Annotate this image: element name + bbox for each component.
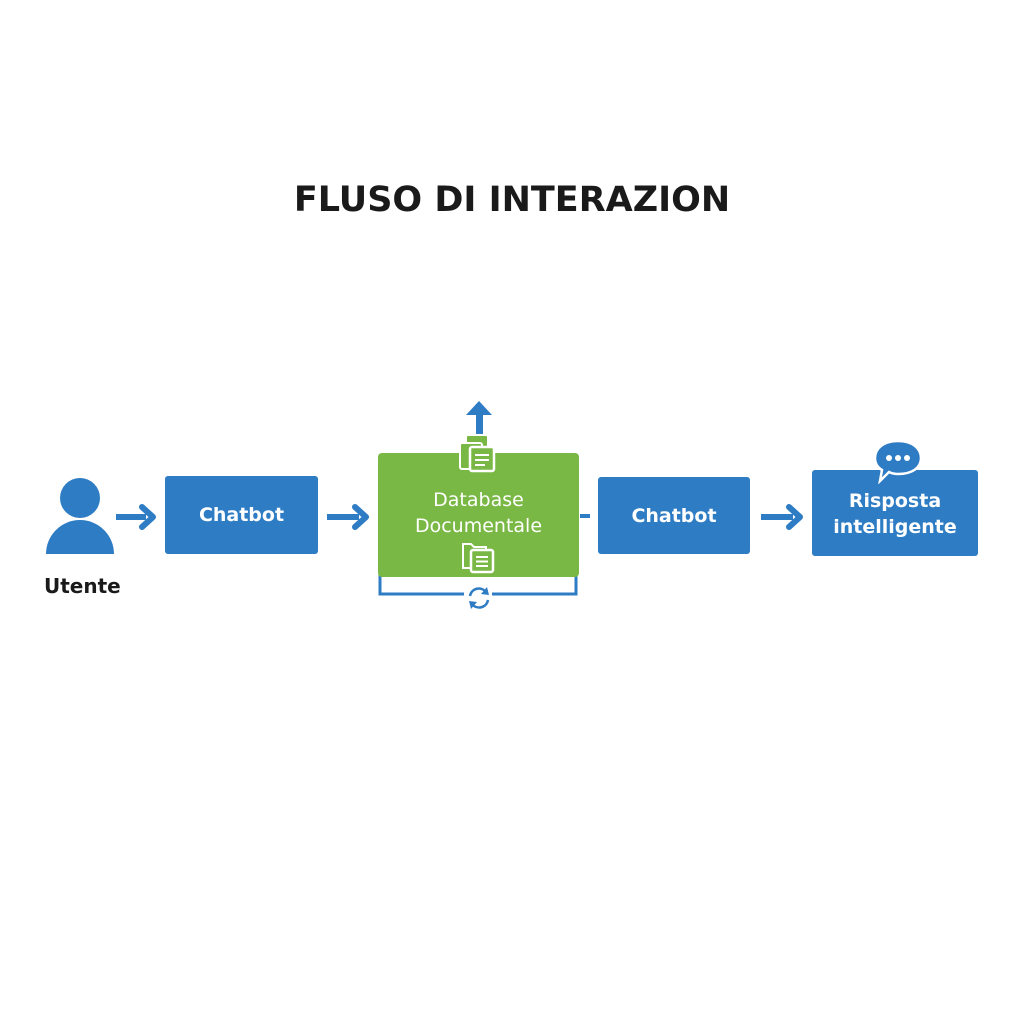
chatbot-output-node: Chatbot: [598, 477, 750, 554]
folder-documents-icon: [462, 543, 495, 574]
arrow-chatbot-to-database: [327, 504, 369, 530]
upload-arrow-icon: [466, 401, 492, 436]
chatbot-output-label: Chatbot: [631, 504, 717, 527]
chatbot-input-label: Chatbot: [198, 504, 285, 526]
arrow-user-to-chatbot: [116, 504, 156, 530]
response-node: Risposta intelligente: [812, 470, 978, 556]
database-label-line2: Documentale: [414, 515, 543, 537]
documents-icon: [459, 434, 496, 473]
speech-bubble-icon: [873, 439, 923, 484]
user-icon: [46, 478, 114, 554]
arrow-chatbot-to-response: [761, 504, 803, 530]
response-label-line2: intelligente: [833, 516, 957, 538]
chatbot-input-node: Chatbot: [165, 476, 318, 554]
database-label-line1: Database: [433, 489, 524, 511]
user-label: Utente: [44, 574, 121, 598]
sync-icon: [468, 587, 490, 609]
database-sync-bracket: [378, 574, 578, 596]
response-label-line1: Risposta: [848, 490, 942, 512]
connector-database-to-chatbot: [580, 514, 590, 518]
diagram-title: FLUSO DI INTERAZION: [293, 180, 731, 220]
